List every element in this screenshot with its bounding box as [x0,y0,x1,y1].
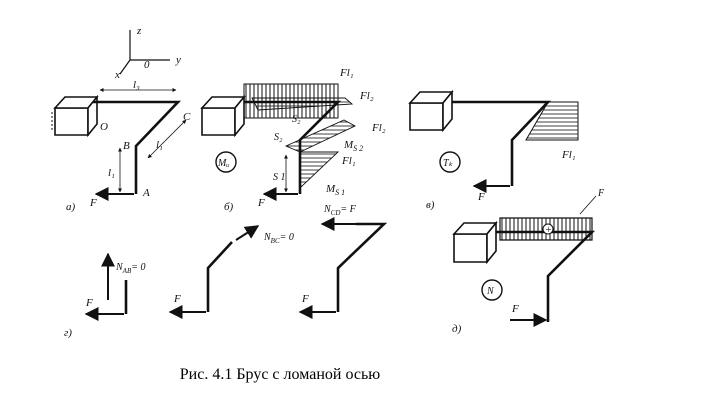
diagram-Mu-circle [215,151,237,173]
label-Ms1: MS 1 [325,183,345,197]
wall-box-a [51,94,99,138]
dim-l3-label: l₃ [133,79,140,91]
wall-box-b [200,94,246,138]
label-S2b: S₂ [274,132,283,143]
wall-box-v [408,89,454,133]
part-d-tag: д) [452,323,462,335]
force-F-label-g1: F [85,297,93,309]
label-F-top-d: F [597,188,605,199]
part-v-diagram: F Fl₁ Tₖ в) [408,89,579,211]
label-Fl2-top: Fl₂ [359,90,374,102]
part-b-diagram: F Fl₁ Fl₂ Fl₂ MS 2 Fl₁ MS 1 S₂ S₂ S 1 Mᵤ… [200,67,386,213]
bar-axis-v [452,100,552,186]
bar-segment-CD [336,222,388,312]
diagram-Mu-label: Mᵤ [217,158,229,169]
label-N-BC: NBC= 0 [263,232,294,245]
force-F-label-b: F [257,197,265,209]
part-g-diagram: NAB= 0 F г) NBC= 0 F NCD= F F [64,204,388,339]
dim-l1b-label: l₁ [156,139,163,151]
wall-box-d [452,220,498,265]
label-Fl1-top: Fl₁ [339,67,354,79]
part-a-tag: а) [66,201,76,213]
force-F-label-g3: F [301,293,309,305]
label-S1: S 1 [273,172,286,183]
point-B-label: B [123,140,130,152]
coordinate-axes: z 0 y x [114,25,181,81]
bar-axis-a [93,100,182,194]
diagram-Tk-label: Tₖ [443,158,454,169]
axis-y-label: y [175,54,181,66]
diagram-Tk-circle [439,151,461,173]
part-d-diagram: + F F N д) [452,188,605,335]
label-Fl1-mid: Fl₁ [341,155,356,167]
point-C-label: C [183,111,191,123]
label-Ms2: MS 2 [343,139,363,153]
diagram-N-circle [481,279,503,301]
label-Fl2-right: Fl₂ [371,122,386,134]
part-v-tag: в) [426,199,435,211]
force-F-label-d: F [511,303,519,315]
plus-sign-circle [542,223,554,235]
axis-z-label: z [136,25,142,37]
diagram-N-label: N [486,286,495,297]
point-O-label: O [100,121,108,133]
axis-x-label: x [114,69,120,81]
force-F-label-v: F [477,191,485,203]
label-N-CD: NCD= F [323,204,357,217]
label-N-AB: NAB= 0 [115,262,145,275]
dim-l1-label: l₁ [108,167,115,179]
bar-segment-BC [206,241,233,312]
part-a-diagram: l₃ l₁ l₁ O B C A F а) [51,79,191,213]
force-F-label-a: F [89,197,97,209]
plus-sign: + [545,225,552,236]
bar-axis-d [496,230,596,322]
torque-diagram [525,101,579,141]
label-Fl1-v: Fl₁ [561,149,576,161]
point-A-label: A [142,187,150,199]
part-g-tag: г) [64,327,72,339]
figure-caption: Рис. 4.1 Брус с ломаной осью [179,366,381,383]
axis-origin-label: 0 [144,59,150,71]
part-b-tag: б) [224,201,234,213]
force-F-label-g2: F [173,293,181,305]
bar-axis-b [244,100,342,194]
label-S2: S₂ [292,114,301,125]
moment-diagram-diag [284,119,356,153]
